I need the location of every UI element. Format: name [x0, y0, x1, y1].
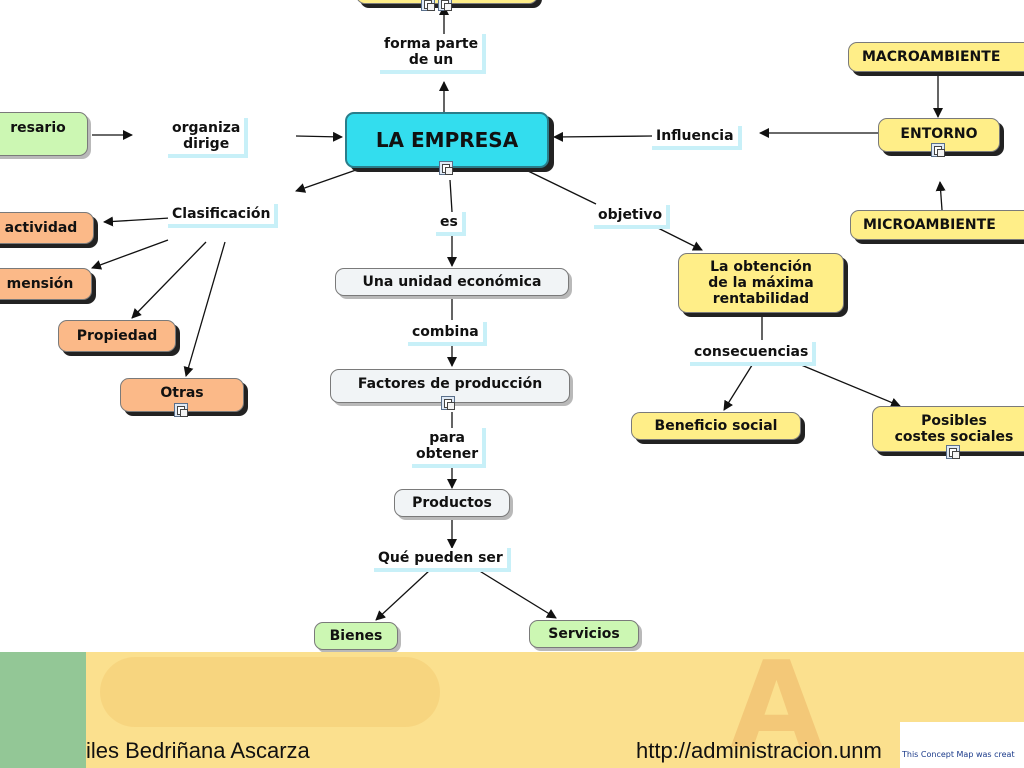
link-clasificacion[interactable]: Clasificación — [168, 204, 279, 228]
link-forma-parte[interactable]: forma parte de un — [380, 34, 487, 74]
author-name: iles Bedriñana Ascarza — [86, 738, 310, 763]
node-entorno[interactable]: ENTORNO — [878, 118, 1000, 152]
node-dimension[interactable]: mensión — [0, 268, 92, 300]
node-macroambiente[interactable]: MACROAMBIENTE — [848, 42, 1024, 72]
connector-lines — [91, 5, 946, 621]
resource-icon[interactable] — [439, 161, 453, 175]
node-la-empresa[interactable]: LA EMPRESA — [345, 112, 549, 168]
link-para-obtener[interactable]: para obtener — [412, 428, 487, 468]
link-combina[interactable]: combina — [408, 322, 487, 346]
link-consecuencias[interactable]: consecuencias — [690, 342, 817, 366]
resource-icon[interactable] — [931, 143, 945, 157]
resource-icon[interactable] — [174, 403, 188, 417]
link-influencia[interactable]: Influencia — [652, 126, 742, 150]
resource-icon[interactable] — [421, 0, 435, 11]
node-beneficio-social[interactable]: Beneficio social — [631, 412, 801, 440]
node-empresario[interactable]: resario — [0, 112, 88, 156]
footer-green-block — [0, 652, 86, 768]
node-bienes[interactable]: Bienes — [314, 622, 398, 650]
letter-watermark: A — [730, 652, 823, 768]
resource-icon[interactable] — [441, 396, 455, 410]
coat-of-arms-watermark — [100, 657, 440, 727]
node-posibles-costes-sociales[interactable]: Posibles costes sociales — [872, 406, 1024, 452]
node-unidad-economica[interactable]: Una unidad económica — [335, 268, 569, 296]
node-propiedad[interactable]: Propiedad — [58, 320, 176, 352]
resource-icon[interactable] — [438, 0, 452, 11]
resource-icon[interactable] — [946, 445, 960, 459]
node-obtencion-rentabilidad[interactable]: La obtención de la máxima rentabilidad — [678, 253, 844, 313]
node-productos[interactable]: Productos — [394, 489, 510, 517]
footer-url[interactable]: http://administracion.unm — [636, 738, 882, 763]
link-objetivo[interactable]: objetivo — [594, 205, 671, 229]
footer-band: A iles Bedriñana Ascarza http://administ… — [0, 652, 1024, 768]
node-servicios[interactable]: Servicios — [529, 620, 639, 648]
node-microambiente[interactable]: MICROAMBIENTE — [850, 210, 1024, 240]
link-organiza-dirige[interactable]: organiza dirige — [168, 118, 249, 158]
cmap-credit-badge[interactable]: This Concept Map was creat — [900, 722, 1024, 768]
link-es[interactable]: es — [436, 212, 466, 236]
node-actividad[interactable]: actividad — [0, 212, 94, 244]
link-que-pueden-ser[interactable]: Qué pueden ser — [374, 548, 511, 572]
